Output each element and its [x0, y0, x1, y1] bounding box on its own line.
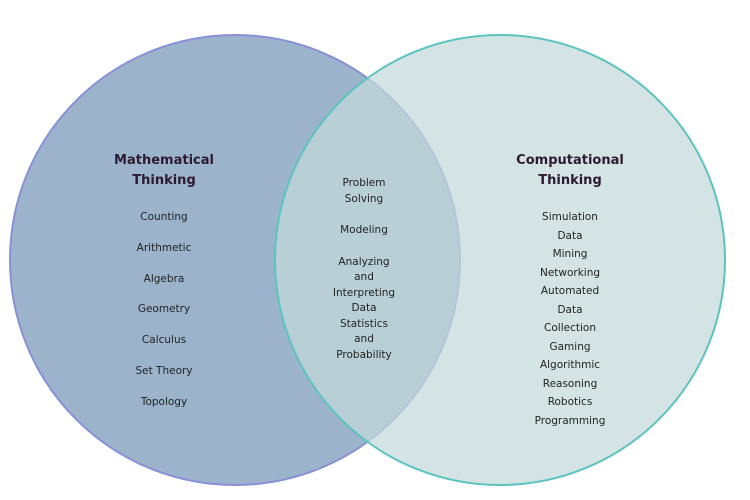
right-item: Data — [557, 229, 583, 242]
right-item: Simulation — [542, 211, 598, 223]
left-item: Counting — [140, 211, 188, 223]
computational-thinking-circle — [274, 34, 726, 486]
overlap-item-line: and — [354, 333, 374, 345]
right-item: Reasoning — [542, 377, 598, 390]
overlap-item-line: Data — [351, 302, 377, 314]
left-item: Set Theory — [135, 365, 193, 377]
left-title-line: Thinking — [132, 173, 196, 188]
overlap-item-line: Solving — [344, 192, 384, 205]
left-item: Topology — [140, 395, 188, 408]
overlap-item-line: Interpreting — [332, 286, 396, 299]
overlap-item-line: Statistics — [340, 317, 388, 330]
right-item: Automated — [540, 285, 600, 297]
left-item: Algebra — [143, 272, 185, 285]
left-item: Arithmetic — [136, 241, 192, 254]
right-title-line: Computational — [516, 153, 624, 168]
right-item: Algorithmic — [539, 359, 601, 371]
left-item: Geometry — [137, 303, 191, 316]
right-item: Programming — [534, 414, 606, 427]
right-item: Robotics — [547, 396, 593, 408]
overlap-item-line: Problem — [342, 177, 386, 189]
right-title-line: Thinking — [538, 173, 602, 188]
overlap-item-line: Probability — [336, 348, 392, 361]
right-item: Collection — [544, 322, 596, 334]
overlap-item-line: and — [354, 271, 374, 283]
overlap-item-line: Analyzing — [338, 255, 390, 268]
left-item: Calculus — [141, 334, 187, 347]
right-item: Mining — [552, 248, 588, 260]
right-item: Networking — [539, 266, 601, 279]
right-item: Gaming — [549, 340, 591, 353]
right-item: Data — [557, 303, 583, 316]
overlap-item-line: Modeling — [340, 224, 388, 236]
left-title-line: Mathematical — [114, 153, 214, 168]
